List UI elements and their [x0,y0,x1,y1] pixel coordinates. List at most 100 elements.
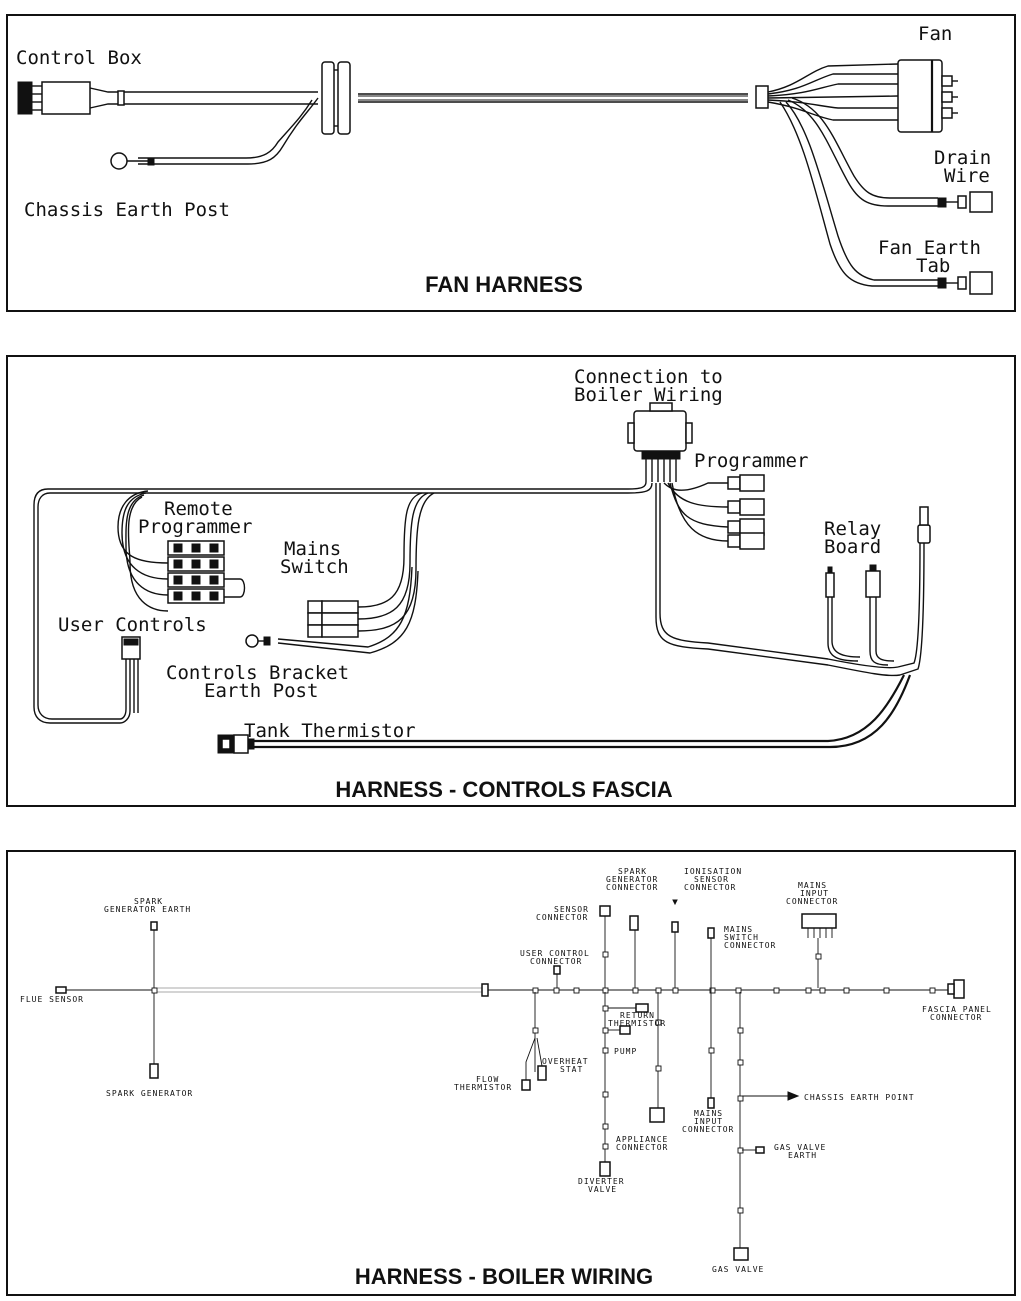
boiler-main-line [55,979,965,999]
user-control-drop [553,965,561,988]
label-spark-gen-conn-2: GENERATOR [606,875,658,884]
label-fan-earth-tab-1: Fan Earth [878,237,981,259]
diverter-valve-line [599,992,611,1177]
label-overheat-2: STAT [560,1065,583,1074]
label-controls-bracket-2: Earth Post [204,680,318,702]
label-ionisation-3: CONNECTOR [684,883,736,892]
cable-clip [755,85,769,109]
label-user-controls: User Controls [58,614,207,636]
label-fan: Fan [918,23,952,45]
label-programmer: Programmer [694,450,808,472]
label-relay-board-1: Relay [824,518,881,540]
label-connection-1: Connection to [574,366,723,388]
label-mains-switch-conn-3: CONNECTOR [724,941,776,950]
label-ionisation-1: IONISATION [684,867,742,876]
label-control-box: Control Box [16,47,142,69]
label-mains-input-bottom-3: CONNECTOR [682,1125,734,1134]
label-sensor-conn-2: CONNECTOR [536,913,588,922]
label-remote-programmer-2: Programmer [138,516,252,538]
fascia-main-trunk [33,481,653,724]
label-controls-bracket-1: Controls Bracket [166,662,349,684]
controls-fascia-panel: Connection to Boiler Wiring Programmer R… [6,355,1016,807]
label-gas-valve-earth-1: GAS VALVE [774,1143,826,1152]
label-chassis-earth-post: Chassis Earth Post [24,199,230,221]
label-spark-gen-earth-2: GENERATOR EARTH [104,905,191,914]
label-mains-input-bottom-2: INPUT [694,1117,723,1126]
label-diverter-2: VALVE [588,1185,617,1194]
label-return-thermistor-2: THERMISTOR [608,1019,666,1028]
spark-gen-connector-drop [629,915,639,988]
label-user-control-conn-1: USER CONTROL [520,949,590,958]
drain-wire-branch [787,97,993,213]
return-thermistor-branch [608,1003,649,1035]
fan-harness-panel: Control Box Chassis Earth Post Fan Drain… [6,14,1016,312]
mains-switch-drop [707,927,715,1109]
label-fascia-panel-2: CONNECTOR [930,1013,982,1022]
label-flow-thermistor-2: THERMISTOR [454,1083,512,1092]
boiler-wiring-title: HARNESS - BOILER WIRING [355,1264,653,1289]
label-pump: PUMP [614,1047,637,1056]
spark-generator-line [149,921,159,1079]
flow-thermistor-branch [521,992,547,1091]
label-chassis-earth-point: CHASSIS EARTH POINT [804,1093,915,1102]
label-return-thermistor-1: RETURN [620,1011,655,1020]
label-mains-input-top-2: INPUT [800,889,829,898]
label-flow-thermistor-1: FLOW [476,1075,499,1084]
user-controls-connector [119,636,141,724]
sensor-connector-drop [599,905,611,988]
fan-earth-branch [779,101,993,295]
label-gas-valve: GAS VALVE [712,1265,764,1274]
label-diverter-1: DIVERTER [578,1177,625,1186]
boiler-wiring-panel: SPARK GENERATOR EARTH FLUE SENSOR SPARK … [6,850,1016,1296]
boiler-wiring-connector [627,402,693,482]
mains-input-top-drop [801,913,837,988]
label-remote-programmer-1: Remote [164,498,233,520]
chassis-earth-branch [110,97,319,170]
label-spark-gen-conn-3: CONNECTOR [606,883,658,892]
appliance-connector-drop [649,992,665,1123]
label-flue-sensor: FLUE SENSOR [20,995,84,1004]
label-mains-switch-1: Mains [284,538,341,560]
ionisation-drop [671,899,679,988]
label-user-control-conn-2: CONNECTOR [530,957,582,966]
mains-switch-block [307,492,435,638]
label-mains-switch-2: Switch [280,556,349,578]
label-spark-gen-earth-1: SPARK [134,897,163,906]
fan-harness-title: FAN HARNESS [425,272,583,297]
main-line-nodes [532,987,936,994]
fan-connector [897,59,958,133]
label-overheat-1: OVERHEAT [542,1057,589,1066]
programmer-connectors [663,474,765,550]
label-drain-wire-1: Drain [934,147,991,169]
label-relay-board-2: Board [824,536,881,558]
label-mains-switch-conn-2: SWITCH [724,933,759,942]
label-tank-thermistor: Tank Thermistor [244,720,416,742]
gas-valve-line [733,992,800,1261]
label-mains-input-top-1: MAINS [798,881,827,890]
controls-fascia-title: HARNESS - CONTROLS FASCIA [335,777,672,802]
main-sleeve [124,91,748,105]
label-mains-input-bottom-1: MAINS [694,1109,723,1118]
boiler-wiring-drawing: SPARK GENERATOR EARTH FLUE SENSOR SPARK … [20,867,992,1289]
label-fascia-panel-1: FASCIA PANEL [922,1005,992,1014]
fan-harness-drawing: Control Box Chassis Earth Post Fan Drain… [16,23,993,297]
label-spark-gen-conn-1: SPARK [618,867,647,876]
label-mains-input-top-3: CONNECTOR [786,897,838,906]
label-sensor-conn-1: SENSOR [554,905,589,914]
tank-thermistor-wire [217,674,912,754]
label-connection-2: Boiler Wiring [574,384,723,406]
label-appliance-2: CONNECTOR [616,1143,668,1152]
control-box-connector [17,81,125,115]
label-appliance-1: APPLIANCE [616,1135,668,1144]
grommet [321,61,351,135]
relay-board-wires [655,483,931,677]
label-fan-earth-tab-2: Tab [916,255,950,277]
fan-wires [767,63,899,121]
controls-bracket-earth [245,566,419,654]
label-ionisation-2: SENSOR [694,875,729,884]
label-spark-generator: SPARK GENERATOR [106,1089,193,1098]
label-gas-valve-earth-2: EARTH [788,1151,817,1160]
label-mains-switch-conn-1: MAINS [724,925,753,934]
controls-fascia-drawing: Connection to Boiler Wiring Programmer R… [33,366,931,802]
